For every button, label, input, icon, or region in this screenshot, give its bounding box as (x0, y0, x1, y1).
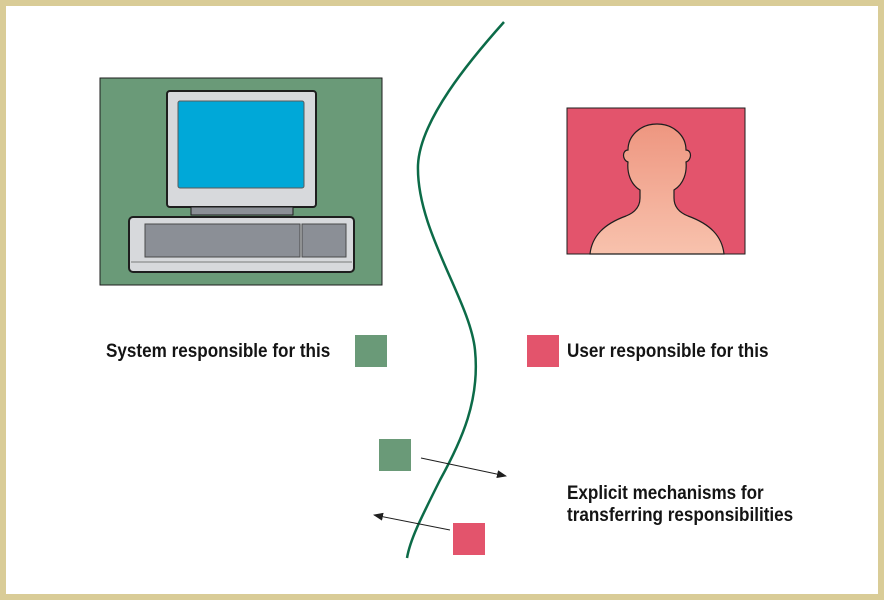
user-transfer-swatch (453, 523, 485, 555)
user-responsible-label: User responsible for this (567, 341, 769, 362)
user-panel (566, 107, 746, 255)
monitor-screen (177, 100, 305, 189)
keyboard-keys-main (144, 223, 301, 258)
system-transfer-swatch (379, 439, 411, 471)
arrow-right-icon (420, 457, 507, 479)
user-legend-swatch (527, 335, 559, 367)
computer-panel (99, 77, 383, 286)
mechanism-label-line2: transferring responsibilities (567, 505, 794, 526)
responsibility-boundary-curve (405, 21, 505, 559)
person-silhouette-icon (589, 123, 725, 255)
mechanism-label-line1: Explicit mechanisms for (567, 483, 764, 504)
keyboard-keys-numpad (301, 223, 347, 258)
monitor-stand (190, 206, 294, 216)
system-responsible-label: System responsible for this (106, 341, 331, 362)
system-legend-swatch (355, 335, 387, 367)
arrow-left-icon (373, 512, 451, 531)
computer-icon (128, 90, 355, 273)
